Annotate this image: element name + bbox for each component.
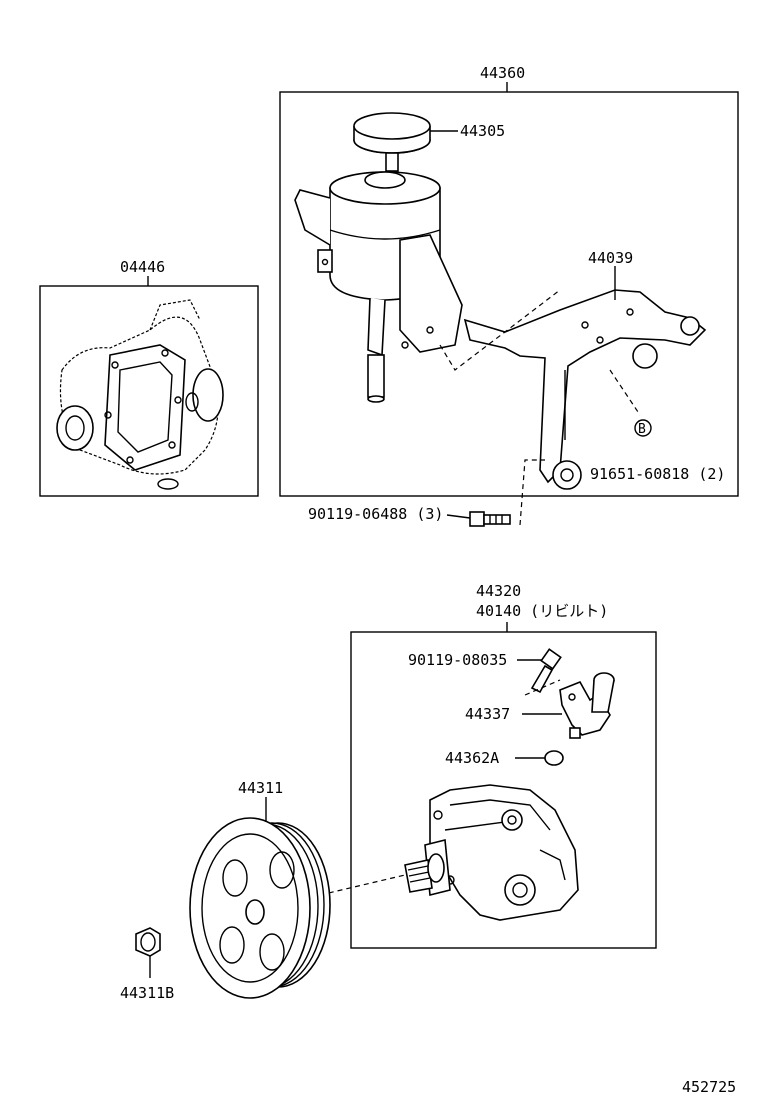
label-44311B: 44311B bbox=[120, 984, 174, 1002]
union-fitting-44337 bbox=[559, 672, 615, 739]
label-44337: 44337 bbox=[465, 705, 510, 723]
nut-44311B bbox=[135, 927, 161, 957]
diagram-id: 452725 bbox=[682, 1078, 736, 1096]
label-44311: 44311 bbox=[238, 779, 283, 797]
label-44362A: 44362A bbox=[445, 749, 499, 767]
label-90119-08035: 90119-08035 bbox=[408, 651, 507, 669]
label-44039: 44039 bbox=[588, 249, 633, 267]
label-40140: 40140 (リビルト) bbox=[476, 602, 608, 620]
dashed-connector-shaft bbox=[319, 874, 406, 896]
dashed-connector-bolt bbox=[519, 459, 545, 526]
dashed-connector-08035 bbox=[524, 679, 561, 696]
group-box-04446 bbox=[39, 276, 259, 497]
label-44360: 44360 bbox=[480, 64, 525, 82]
pulley-44311 bbox=[189, 817, 331, 999]
bolt-90119-08035 bbox=[530, 648, 562, 694]
label-90119-06488: 90119-06488 (3) bbox=[308, 505, 443, 523]
bolt-90119-06488 bbox=[469, 511, 511, 527]
label-44320: 44320 bbox=[476, 582, 521, 600]
leader-90119-06488 bbox=[446, 514, 471, 519]
label-91651-60818: 91651-60818 (2) bbox=[590, 465, 725, 483]
group-box-44360 bbox=[279, 82, 739, 497]
nut-b-marker: B bbox=[634, 419, 652, 437]
pump-bracket bbox=[463, 289, 707, 490]
reservoir-tank bbox=[294, 171, 463, 403]
dashed-connector-bracket bbox=[439, 289, 561, 371]
power-steering-pump bbox=[404, 784, 579, 921]
dashed-connector-nut bbox=[609, 369, 641, 416]
group-box-44320 bbox=[350, 622, 657, 949]
gasket-kit bbox=[56, 299, 224, 490]
label-04446: 04446 bbox=[120, 258, 165, 276]
reservoir-cap bbox=[353, 112, 431, 172]
circle-b-letter: B bbox=[638, 422, 646, 437]
oring-44362A bbox=[544, 750, 564, 766]
label-44305: 44305 bbox=[460, 122, 505, 140]
